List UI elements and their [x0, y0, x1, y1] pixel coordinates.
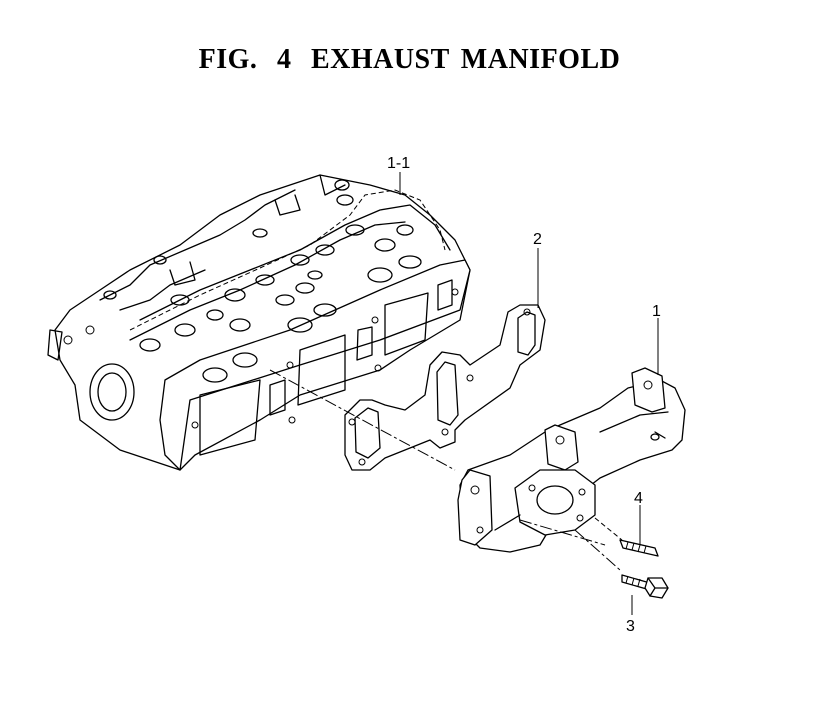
figure-name: EXHAUST MANIFOLD — [310, 44, 621, 75]
exhaust-gasket[interactable] — [344, 304, 546, 471]
leader-lines — [399, 172, 659, 615]
hex-bolt[interactable] — [621, 574, 669, 599]
callout-3: 3 — [626, 618, 635, 635]
exhaust-manifold[interactable] — [457, 367, 686, 553]
callout-4: 4 — [634, 490, 643, 507]
figure-number: 4 — [276, 44, 292, 75]
callout-1-1: 1-1 — [387, 155, 410, 172]
stud-bolt[interactable] — [619, 539, 659, 557]
callout-2: 2 — [533, 231, 542, 248]
deck-holes — [103, 179, 422, 383]
figure-prefix: FIG. — [198, 44, 258, 75]
callout-1: 1 — [652, 303, 661, 320]
figure-title: FIG. 4 EXHAUST MANIFOLD — [0, 44, 819, 76]
cylinder-head[interactable] — [47, 174, 471, 471]
alignment-lines — [269, 369, 623, 571]
